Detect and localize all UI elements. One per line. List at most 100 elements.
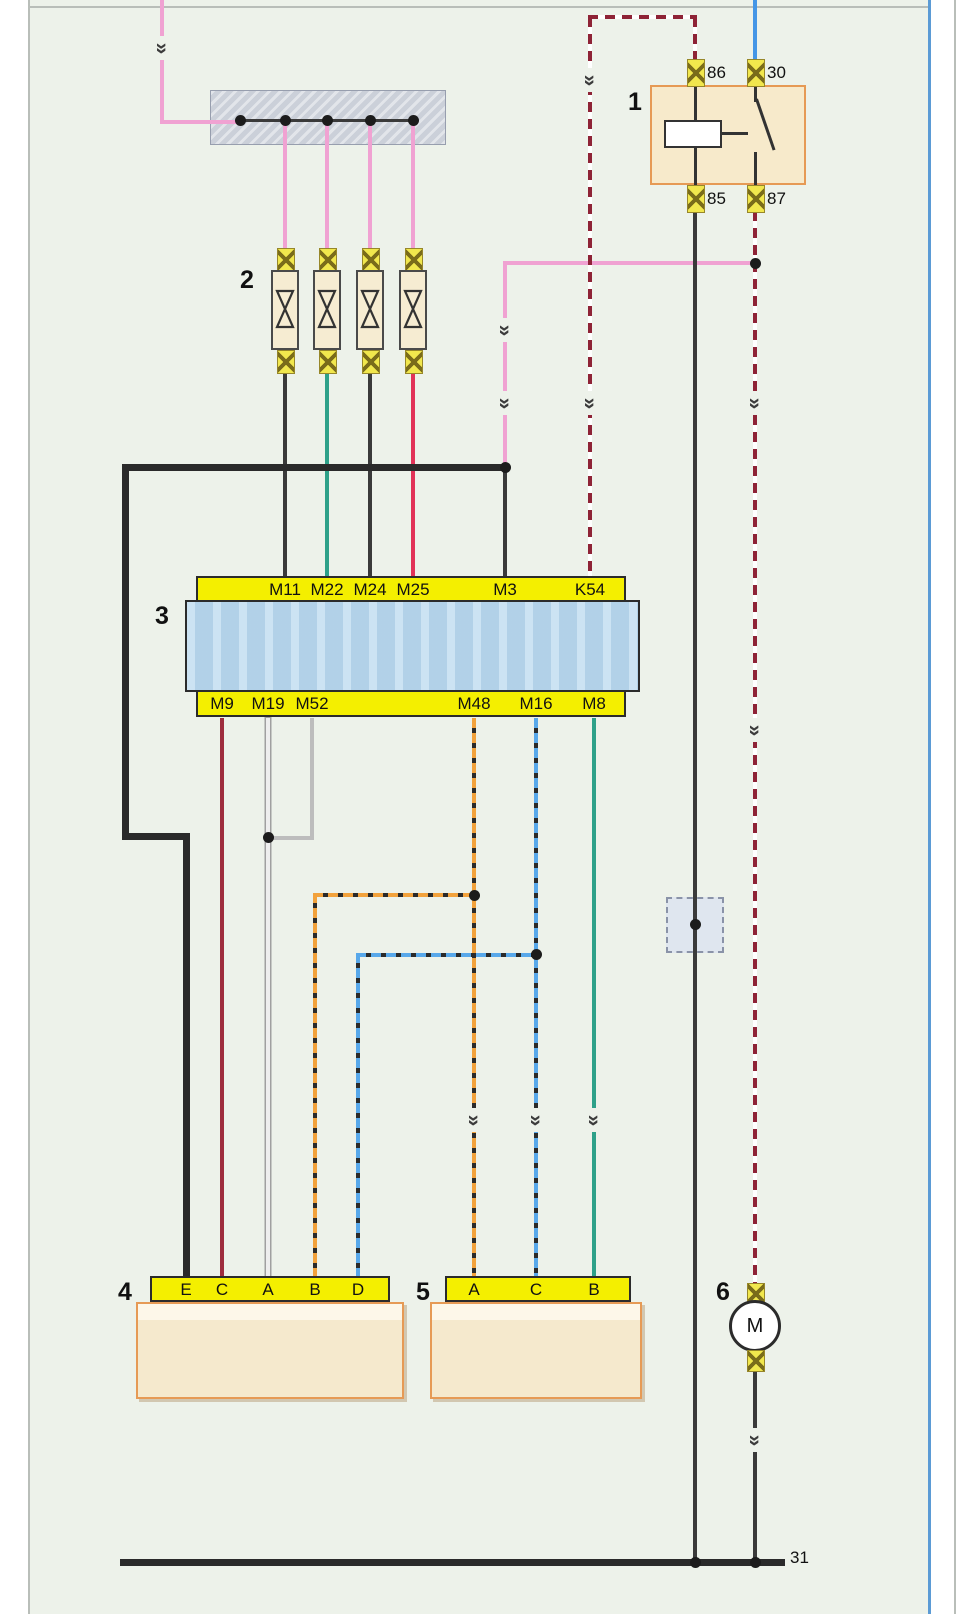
relay-internal-wire: [694, 87, 697, 120]
connector-4-terminal-D: D: [351, 1280, 365, 1299]
wire-pink-injector-2: [325, 121, 329, 249]
connector-pin-icon: [277, 350, 295, 374]
ecu-terminal-M11: M11: [269, 580, 301, 599]
ecu-terminal-M9: M9: [210, 694, 234, 713]
wire-black-to-terminal-E: [183, 833, 190, 1278]
relay-internal-wire: [722, 132, 748, 135]
wire-darkred-dashed-87-to-motor: [753, 211, 757, 1286]
ecu-terminal-M48: M48: [457, 694, 491, 713]
wire-injector4-to-M25: [411, 372, 415, 578]
injector-2-body: [313, 270, 341, 350]
flow-arrow-icon: »: [579, 68, 602, 92]
flow-arrow-icon: »: [583, 1108, 606, 1132]
junction-dot: [469, 890, 480, 901]
relay-internal-wire: [754, 87, 757, 102]
ecu-terminal-M24: M24: [353, 580, 387, 599]
frame-line-right-blue: [928, 0, 931, 1614]
wire-pink-relay-branch-horizontal: [505, 261, 755, 265]
frame-line-left: [28, 0, 30, 1614]
wire-gray-M52-join: [266, 836, 312, 840]
wire-black-motor-to-ground: [753, 1368, 757, 1565]
relay-terminal-86-label: 86: [707, 63, 726, 82]
wire-black-to-M3: [503, 468, 507, 578]
connector-4-terminal-E: E: [180, 1280, 192, 1299]
junction-dot: [235, 115, 246, 126]
ecu-top-terminal-strip: [196, 576, 626, 602]
junction-dot: [322, 115, 333, 126]
injector-1-body: [271, 270, 299, 350]
wire-darkred-dashed-to-86: [693, 17, 697, 61]
relay-terminal-87-pin: [747, 185, 765, 213]
wire-black-harness-left-vertical: [122, 464, 129, 840]
connector-pin-icon: [277, 248, 295, 272]
motor-number: 6: [716, 1278, 730, 1306]
junction-dot: [750, 258, 761, 269]
flow-arrow-icon: »: [744, 718, 767, 742]
connector-pin-icon: [362, 248, 380, 272]
connector-5-body: [430, 1302, 642, 1399]
valve-symbol-icon: [403, 289, 423, 329]
wire-black-85-to-ground: [693, 211, 697, 1565]
wire-injector1-to-M11: [283, 372, 287, 578]
connector-5-number: 5: [416, 1278, 430, 1306]
relay-terminal-30-pin: [747, 59, 765, 87]
wire-injector2-to-M22: [325, 372, 329, 578]
wire-orange-dashed-branch-horizontal: [313, 893, 474, 897]
motor-top-pin: [747, 1283, 765, 1305]
relay-terminal-85-label: 85: [707, 189, 726, 208]
junction-dot: [531, 949, 542, 960]
flow-arrow-icon: »: [463, 1108, 486, 1132]
frame-line-right-gray: [954, 0, 956, 1614]
flow-arrow-icon: »: [151, 36, 174, 60]
connector-pin-icon: [405, 248, 423, 272]
flow-arrow-icon: »: [494, 318, 517, 342]
ecu-bottom-terminal-strip: [196, 690, 626, 717]
ecu-terminal-K54: K54: [574, 580, 606, 599]
frame-line-top: [28, 6, 928, 8]
injector-3-body: [356, 270, 384, 350]
flow-arrow-icon: »: [744, 1428, 767, 1452]
junction-dot: [750, 1557, 761, 1568]
connector-4-number: 4: [118, 1278, 132, 1306]
injector-group-number: 2: [240, 266, 254, 294]
wire-pink-supply-horizontal: [160, 120, 242, 124]
junction-dot: [690, 1557, 701, 1568]
junction-dot: [280, 115, 291, 126]
relay-internal-wire: [754, 152, 757, 185]
flow-arrow-icon: »: [579, 391, 602, 415]
ecu-body: [185, 600, 640, 692]
wire-pink-injector-3: [368, 121, 372, 249]
wire-white-M19-to-A: [266, 718, 270, 1278]
relay-number: 1: [628, 88, 642, 116]
wire-black-harness-step: [122, 833, 188, 840]
flow-arrow-icon: »: [494, 391, 517, 415]
connector-5-terminal-strip: [445, 1276, 631, 1302]
ecu-terminal-M8: M8: [582, 694, 606, 713]
connector-pin-icon: [362, 350, 380, 374]
relay-terminal-85-pin: [687, 185, 705, 213]
junction-dot: [408, 115, 419, 126]
relay-coil-symbol: [664, 120, 722, 148]
flow-arrow-icon: »: [525, 1108, 548, 1132]
relay-terminal-30-label: 30: [767, 63, 786, 82]
connector-4-terminal-strip: [150, 1276, 390, 1302]
connector-5-terminal-A: A: [468, 1280, 480, 1299]
ecu-terminal-M3: M3: [493, 580, 517, 599]
junction-dot: [500, 462, 511, 473]
wire-blue-to-30: [753, 0, 757, 60]
connector-4-terminal-C: C: [215, 1280, 229, 1299]
wire-darkred-dashed-top-horizontal: [588, 15, 697, 19]
wire-darkred-dashed-to-K54: [588, 17, 592, 577]
ecu-terminal-M19: M19: [251, 694, 285, 713]
valve-symbol-icon: [317, 289, 337, 329]
wire-pink-relay-branch-vertical: [503, 261, 507, 469]
ground-bus-31: [120, 1559, 785, 1566]
connector-pin-icon: [319, 248, 337, 272]
connector-pin-icon: [319, 350, 337, 374]
connector-5-terminal-B: B: [588, 1280, 600, 1299]
connector-4-terminal-B: B: [309, 1280, 321, 1299]
wire-black-harness-horizontal: [122, 464, 508, 471]
wire-pink-injector-4: [411, 121, 415, 249]
valve-symbol-icon: [360, 289, 380, 329]
